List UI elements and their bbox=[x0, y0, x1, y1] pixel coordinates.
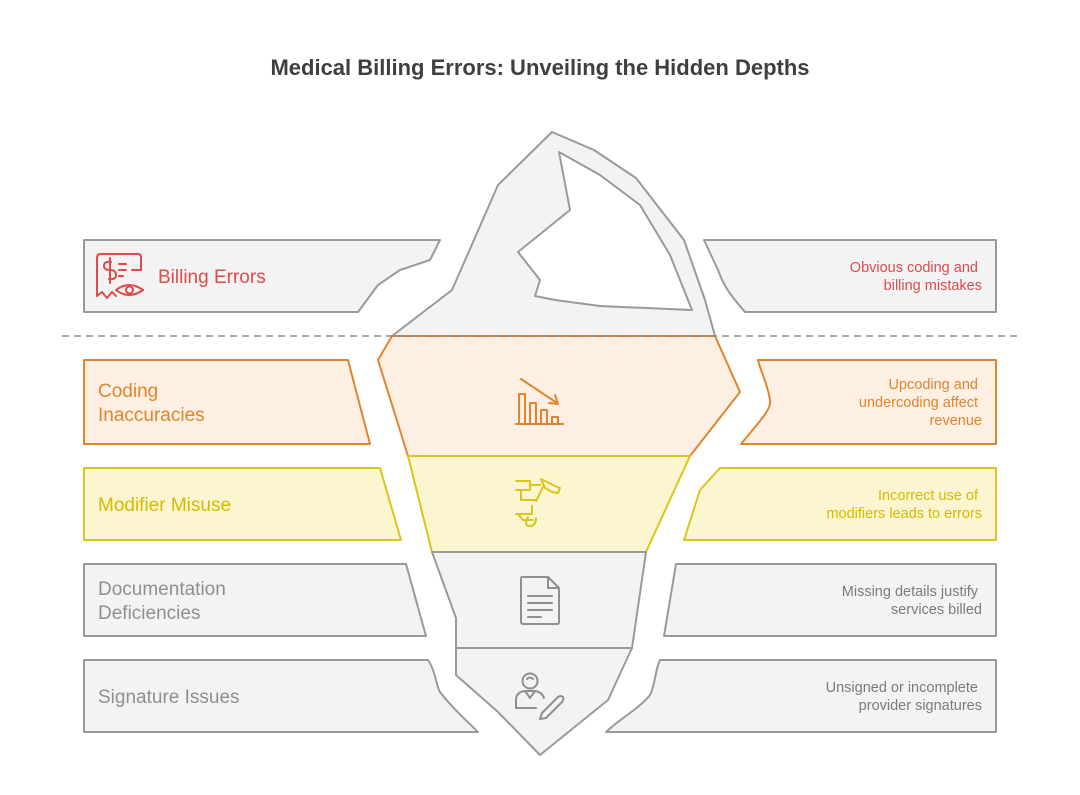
label-coding-inaccuracies: Coding Inaccuracies bbox=[98, 381, 205, 426]
left-panel-documentation-deficiencies bbox=[83, 563, 427, 637]
right-panel-signature-issues bbox=[605, 659, 997, 733]
left-panel-modifier-misuse bbox=[83, 467, 402, 541]
description-billing-errors: Obvious coding and billing mistakes bbox=[850, 260, 982, 294]
right-panel-billing-errors bbox=[703, 239, 997, 313]
diagram-title: Medical Billing Errors: Unveiling the Hi… bbox=[270, 55, 809, 80]
left-panel-billing-errors bbox=[83, 239, 441, 313]
label-documentation-deficiencies: Documentation Deficiencies bbox=[98, 579, 231, 624]
tools-icon bbox=[515, 478, 561, 528]
iceberg-tip-highlight bbox=[517, 151, 693, 311]
iceberg-band-modifier-misuse bbox=[407, 455, 691, 553]
iceberg-band-documentation-deficiencies bbox=[431, 551, 647, 649]
right-panel-modifier-misuse bbox=[683, 467, 997, 541]
description-signature-issues: Unsigned or incomplete provider signatur… bbox=[826, 680, 982, 714]
left-panel-signature-issues bbox=[83, 659, 479, 733]
left-panel-coding-inaccuracies bbox=[83, 359, 371, 445]
declining-bar-chart-icon bbox=[515, 378, 564, 425]
label-billing-errors: Billing Errors bbox=[158, 267, 266, 288]
label-signature-issues: Signature Issues bbox=[98, 687, 240, 708]
label-modifier-misuse: Modifier Misuse bbox=[98, 495, 231, 516]
iceberg-band-signature-issues bbox=[455, 647, 633, 756]
iceberg-band-coding-inaccuracies bbox=[377, 335, 741, 457]
description-documentation-deficiencies: Missing details justify services billed bbox=[842, 584, 982, 618]
person-signature-icon bbox=[515, 672, 565, 720]
right-panel-coding-inaccuracies bbox=[740, 359, 997, 445]
description-modifier-misuse: Incorrect use of modifiers leads to erro… bbox=[826, 488, 982, 522]
document-icon bbox=[520, 576, 560, 625]
receipt-eye-icon bbox=[96, 253, 144, 299]
description-coding-inaccuracies: Upcoding and undercoding affect revenue bbox=[859, 377, 982, 429]
right-panel-documentation-deficiencies bbox=[663, 563, 997, 637]
